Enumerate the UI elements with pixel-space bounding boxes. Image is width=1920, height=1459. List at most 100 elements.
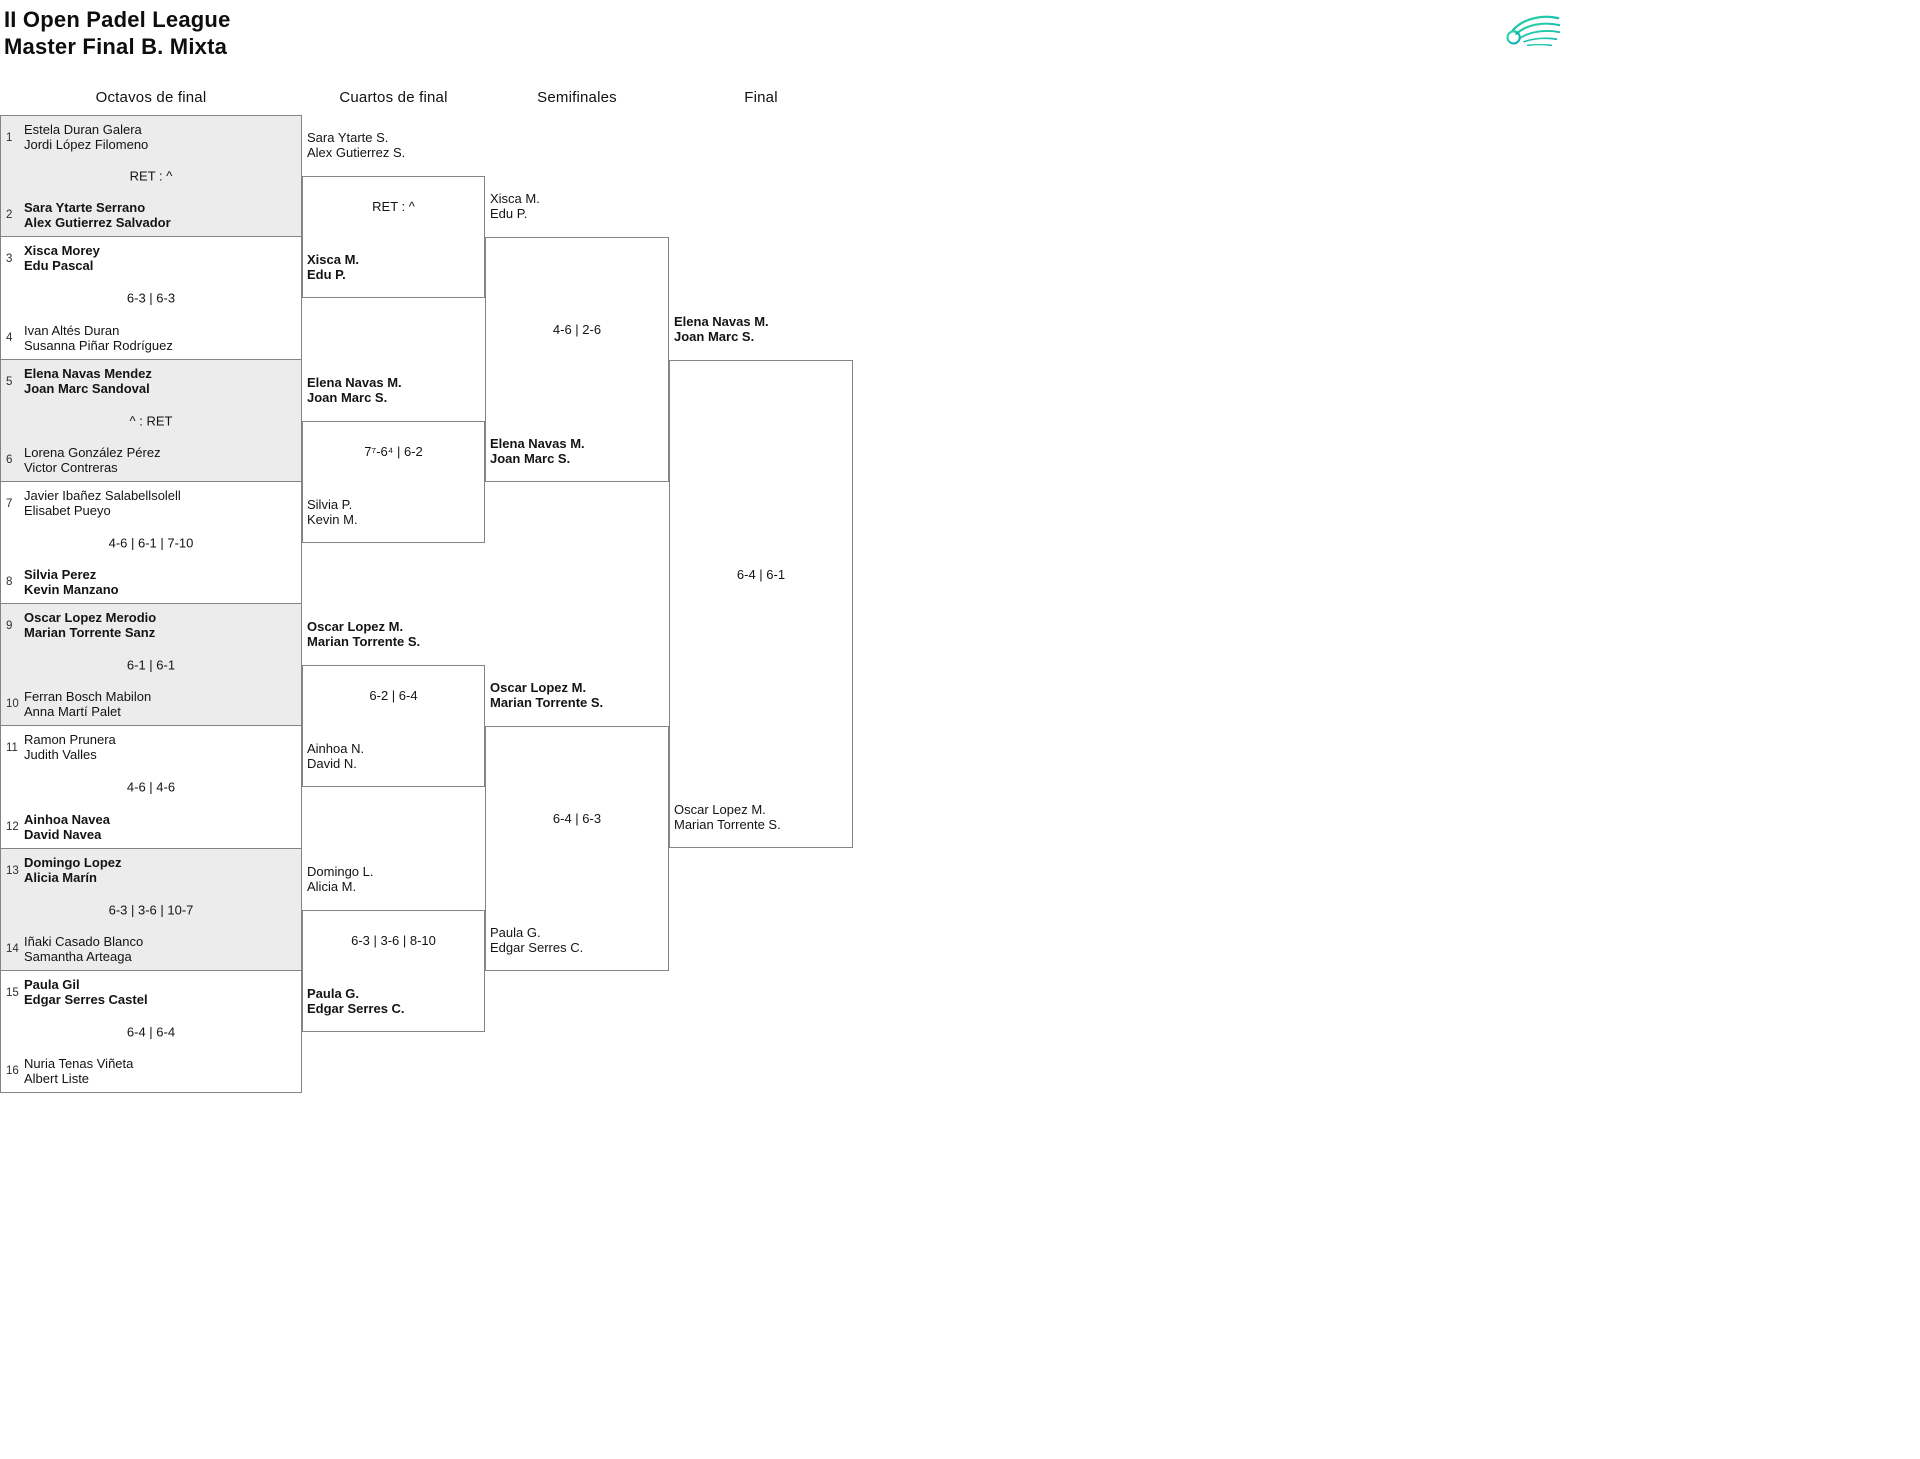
qf2-score: 7⁷-6⁴ | 6-2 xyxy=(364,444,423,459)
player-name: Oscar Lopez M. xyxy=(307,619,404,634)
player-name: Sara Ytarte Serrano xyxy=(24,200,146,215)
r16-match-1: 1 Estela Duran Galera Jordi López Filome… xyxy=(0,115,302,237)
player-name: Silvia P. xyxy=(307,497,353,512)
sf1-team-bottom: Elena Navas M. Joan Marc S. xyxy=(490,436,585,466)
player-name: Xisca Morey xyxy=(24,243,100,258)
qf-match-box-4 xyxy=(302,910,485,1032)
player-name: David Navea xyxy=(24,827,102,842)
sf1-team-top: Xisca M. Edu P. xyxy=(490,191,540,221)
title-line-2: Master Final B. Mixta xyxy=(4,34,228,59)
team-pair: Domingo Lopez Alicia Marín xyxy=(24,855,295,885)
qf4-team-bottom: Paula G. Edgar Serres C. xyxy=(307,986,405,1016)
player-name: Oscar Lopez Merodio xyxy=(24,610,157,625)
player-name: Edgar Serres C. xyxy=(490,940,584,955)
player-name: Iñaki Casado Blanco xyxy=(24,934,144,949)
player-name: Paula G. xyxy=(490,925,541,940)
player-name: Joan Marc S. xyxy=(674,329,755,344)
match-score: RET : ^ xyxy=(129,168,173,184)
qf-match-box-3 xyxy=(302,665,485,787)
r16-match-4: 7 Javier Ibañez Salabellsolell Elisabet … xyxy=(0,482,302,604)
player-name: Paula Gil xyxy=(24,977,80,992)
seed-number: 3 xyxy=(6,252,13,265)
player-name: Jordi López Filomeno xyxy=(24,137,149,152)
player-name: Albert Liste xyxy=(24,1071,90,1086)
round-header-octavos: Octavos de final xyxy=(95,89,207,106)
player-name: Joan Marc S. xyxy=(307,390,388,405)
seed-number: 8 xyxy=(6,575,13,588)
qf3-score: 6-2 | 6-4 xyxy=(369,688,418,703)
seed-number: 14 xyxy=(6,942,19,955)
qf2-team-top: Elena Navas M. Joan Marc S. xyxy=(307,375,402,405)
player-name: Ainhoa Navea xyxy=(24,812,110,827)
player-name: Kevin Manzano xyxy=(24,582,119,597)
team-pair: Sara Ytarte Serrano Alex Gutierrez Salva… xyxy=(24,200,295,230)
qf-match-box-2 xyxy=(302,421,485,543)
page-title: II Open Padel League Master Final B. Mix… xyxy=(4,6,231,60)
team-pair: Silvia Perez Kevin Manzano xyxy=(24,567,295,597)
final-match-box xyxy=(669,360,853,848)
seed-number: 15 xyxy=(6,986,19,999)
team-pair: Ainhoa Navea David Navea xyxy=(24,812,295,842)
team-pair: Iñaki Casado Blanco Samantha Arteaga xyxy=(24,934,295,964)
player-name: Domingo L. xyxy=(307,864,374,879)
team-pair: Estela Duran Galera Jordi López Filomeno xyxy=(24,122,295,152)
player-name: Samantha Arteaga xyxy=(24,949,132,964)
player-name: Kevin M. xyxy=(307,512,358,527)
player-name: Marian Torrente S. xyxy=(490,695,604,710)
r16-match-5: 9 Oscar Lopez Merodio Marian Torrente Sa… xyxy=(0,604,302,726)
final-score: 6-4 | 6-1 xyxy=(736,567,786,582)
player-name: Alicia Marín xyxy=(24,870,97,885)
round-header-semifinales: Semifinales xyxy=(537,89,617,106)
player-name: Edu P. xyxy=(307,267,346,282)
player-name: Xisca M. xyxy=(490,191,540,206)
sf2-team-top: Oscar Lopez M. Marian Torrente S. xyxy=(490,680,603,710)
seed-number: 6 xyxy=(6,453,13,466)
final-team-bottom: Oscar Lopez M. Marian Torrente S. xyxy=(674,802,781,832)
player-name: Marian Torrente S. xyxy=(674,817,781,832)
player-name: Judith Valles xyxy=(24,747,97,762)
player-name: Victor Contreras xyxy=(24,460,118,475)
player-name: Alex Gutierrez S. xyxy=(307,145,406,160)
qf4-team-top: Domingo L. Alicia M. xyxy=(307,864,373,894)
player-name: Ramon Prunera xyxy=(24,732,116,747)
player-name: Joan Marc Sandoval xyxy=(24,381,150,396)
team-pair: Javier Ibañez Salabellsolell Elisabet Pu… xyxy=(24,488,295,518)
team-pair: Oscar Lopez Merodio Marian Torrente Sanz xyxy=(24,610,295,640)
player-name: Elena Navas M. xyxy=(674,314,769,329)
player-name: Ferran Bosch Mabilon xyxy=(24,689,152,704)
match-score: 6-4 | 6-4 xyxy=(126,1024,176,1039)
seed-number: 4 xyxy=(6,331,13,344)
match-score: 6-1 | 6-1 xyxy=(126,657,176,672)
seed-number: 5 xyxy=(6,375,13,388)
final-team-top: Elena Navas M. Joan Marc S. xyxy=(674,314,769,344)
player-name: Joan Marc S. xyxy=(490,451,571,466)
player-name: Javier Ibañez Salabellsolell xyxy=(24,488,181,503)
player-name: Estela Duran Galera xyxy=(24,122,142,137)
player-name: Silvia Perez xyxy=(24,567,97,582)
player-name: Domingo Lopez xyxy=(24,855,122,870)
player-name: Edu P. xyxy=(490,206,528,221)
qf2-team-bottom: Silvia P. Kevin M. xyxy=(307,497,358,527)
player-name: Ivan Altés Duran xyxy=(24,323,120,338)
seed-number: 16 xyxy=(6,1064,19,1077)
seed-number: 10 xyxy=(6,697,19,710)
r16-match-6: 11 Ramon Prunera Judith Valles 4-6 | 4-6… xyxy=(0,726,302,849)
r16-match-2: 3 Xisca Morey Edu Pascal 6-3 | 6-3 4 Iva… xyxy=(0,237,302,360)
seed-number: 7 xyxy=(6,497,13,510)
player-name: Oscar Lopez M. xyxy=(490,680,587,695)
team-pair: Lorena González Pérez Victor Contreras xyxy=(24,445,295,475)
player-name: Paula G. xyxy=(307,986,360,1001)
sf2-team-bottom: Paula G. Edgar Serres C. xyxy=(490,925,583,955)
r16-match-3: 5 Elena Navas Mendez Joan Marc Sandoval … xyxy=(0,360,302,482)
seed-number: 12 xyxy=(6,820,19,833)
player-name: David N. xyxy=(307,756,357,771)
team-pair: Nuria Tenas Viñeta Albert Liste xyxy=(24,1056,295,1086)
player-name: Elena Navas M. xyxy=(307,375,402,390)
match-score: 4-6 | 6-1 | 7-10 xyxy=(108,535,194,550)
player-name: Alex Gutierrez Salvador xyxy=(24,215,171,230)
sf2-score: 6-4 | 6-3 xyxy=(552,811,602,826)
qf1-team-bottom: Xisca M. Edu P. xyxy=(307,252,359,282)
sf-match-box-2 xyxy=(485,726,669,971)
r16-match-7: 13 Domingo Lopez Alicia Marín 6-3 | 3-6 … xyxy=(0,849,302,971)
